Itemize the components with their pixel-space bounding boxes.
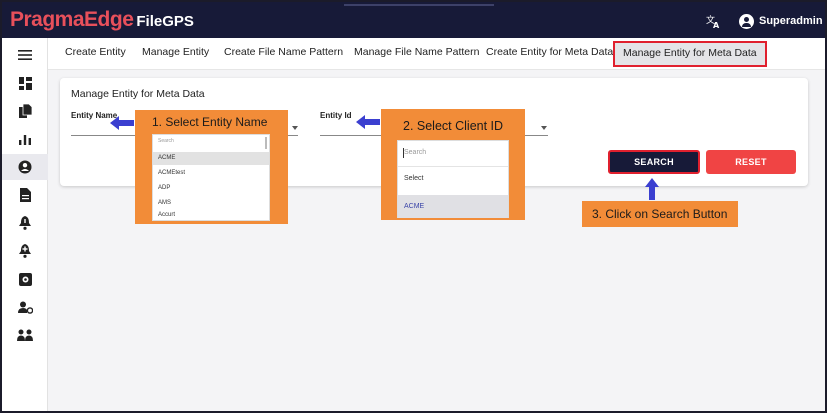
callout-step2-text: 2. Select Client ID <box>403 119 504 133</box>
text-cursor <box>403 148 404 158</box>
alert-add-icon[interactable] <box>2 238 48 264</box>
dashboard-icon[interactable] <box>2 70 48 96</box>
entity-id-dropdown-caret-icon[interactable] <box>541 126 547 130</box>
entity-id-dropdown-list[interactable]: Search Select ACME <box>397 140 509 218</box>
entity-name-dropdown-list[interactable]: Search ACME ACMEtest ADP AMS Accurt <box>152 134 270 221</box>
alert-icon[interactable] <box>2 210 48 236</box>
tab-manage-file-name-pattern[interactable]: Manage File Name Pattern <box>354 46 480 58</box>
document-icon[interactable] <box>2 182 48 208</box>
tab-manage-entity[interactable]: Manage Entity <box>142 46 210 58</box>
tab-manage-entity-for-meta-data[interactable]: Manage Entity for Meta Data <box>613 41 767 67</box>
account-circle-icon <box>739 13 754 29</box>
callout-step3-text: 3. Click on Search Button <box>592 207 728 221</box>
dropdown-scrollbar[interactable] <box>265 137 267 149</box>
reset-button[interactable]: RESET <box>706 150 796 174</box>
entity-name-search-input[interactable]: Search <box>158 138 174 144</box>
list-item[interactable]: AMS <box>158 200 172 206</box>
divider <box>398 166 508 167</box>
arrow-left-icon <box>110 116 134 130</box>
group-icon[interactable] <box>2 322 48 348</box>
sidebar <box>2 38 48 411</box>
product-name: FileGPS <box>136 13 194 30</box>
arrow-left-icon <box>356 115 380 129</box>
list-item[interactable]: ACMEtest <box>158 170 186 176</box>
svg-text:文: 文 <box>706 14 715 26</box>
list-item[interactable]: Accurt <box>158 212 176 218</box>
arrow-up-icon <box>645 178 659 200</box>
menu-icon[interactable] <box>2 42 48 68</box>
entity-id-search-input[interactable]: Search <box>404 149 427 156</box>
page-title: Manage Entity for Meta Data <box>71 88 205 100</box>
nav-tabs: Create Entity Manage Entity Create File … <box>48 38 825 70</box>
settings-box-icon[interactable] <box>2 266 48 292</box>
list-item[interactable]: Select <box>404 175 424 182</box>
user-menu[interactable]: Superadmin <box>739 12 823 30</box>
brand-name: PragmaEdge <box>10 8 134 31</box>
user-settings-icon[interactable] <box>2 294 48 320</box>
entity-name-dropdown-caret-icon[interactable] <box>292 126 298 130</box>
svg-text:A: A <box>713 21 720 29</box>
topbar-divider <box>344 4 494 12</box>
callout-click-search <box>582 201 738 227</box>
search-button[interactable]: SEARCH <box>608 150 700 174</box>
files-icon[interactable] <box>2 98 48 124</box>
callout-step1-text: 1. Select Entity Name <box>152 115 268 129</box>
entity-name-label: Entity Name <box>71 111 118 120</box>
bar-chart-icon[interactable] <box>2 126 48 152</box>
entity-id-label: Entity Id <box>320 111 352 120</box>
tab-create-entity-for-meta-data[interactable]: Create Entity for Meta Data <box>486 46 614 58</box>
tab-create-file-name-pattern[interactable]: Create File Name Pattern <box>224 46 344 58</box>
account-circle-icon[interactable] <box>2 154 48 180</box>
list-item[interactable]: ACME <box>153 152 269 165</box>
list-item[interactable]: ADP <box>158 185 171 191</box>
list-item[interactable]: ACME <box>398 195 508 218</box>
user-name: Superadmin <box>759 15 823 27</box>
tab-create-entity[interactable]: Create Entity <box>65 46 126 58</box>
